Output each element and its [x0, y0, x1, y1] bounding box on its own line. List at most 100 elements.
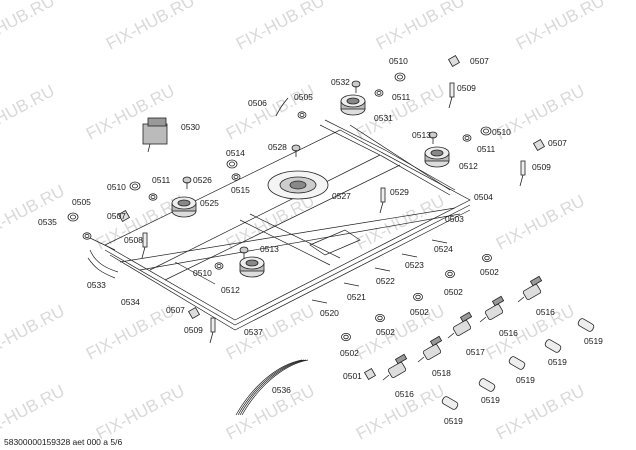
part-number-label: 0534: [121, 297, 140, 307]
part-number-label: 0502: [444, 287, 463, 297]
part-number-label: 0533: [87, 280, 106, 290]
ring-0505: [297, 111, 307, 119]
part-number-label: 0536: [272, 385, 291, 395]
wiring-harness-0536: [235, 359, 309, 416]
ring-0511-left: [148, 193, 158, 201]
wok-burner-0527: [267, 170, 329, 200]
part-number-label: 0529: [390, 187, 409, 197]
ring-0510-bottom: [214, 262, 224, 270]
part-number-label: 0535: [38, 217, 57, 227]
part-number-label: 0502: [340, 348, 359, 358]
ignition-module-0530: [142, 117, 168, 153]
part-number-label: 0509: [532, 162, 551, 172]
ring-0515: [231, 173, 241, 181]
thermocouple-0509-right: [519, 160, 526, 187]
gas-valve: [479, 295, 505, 323]
part-number-label: 0507: [470, 56, 489, 66]
sleeve-0519: [544, 339, 562, 353]
part-number-label: 0515: [231, 185, 250, 195]
gas-valve: [382, 353, 408, 381]
watermark-text: FIX-HUB.RU: [493, 381, 588, 443]
part-number-label: 0519: [516, 375, 535, 385]
parts-layer: [67, 54, 595, 416]
injector-rod: [431, 239, 448, 244]
part-number-label: 0512: [459, 161, 478, 171]
part-number-label: 0510: [492, 127, 511, 137]
watermark-text: FIX-HUB.RU: [233, 0, 328, 54]
clip-0507-left: [117, 209, 131, 223]
part-number-label: 0518: [432, 368, 451, 378]
ring-0535: [82, 232, 92, 240]
sleeve-0519: [508, 356, 526, 370]
part-number-label: 0530: [181, 122, 200, 132]
labels-layer: 0501050205020502050205020503050405050505…: [38, 56, 603, 426]
burner-0512-right: [424, 146, 450, 168]
watermark-text: FIX-HUB.RU: [0, 301, 68, 363]
part-number-label: 0505: [294, 92, 313, 102]
part-number-label: 0537: [244, 327, 263, 337]
part-number-label: 0501: [343, 371, 362, 381]
ring-0514: [226, 159, 238, 169]
ring-0510: [394, 72, 406, 82]
watermark-text: FIX-HUB.RU: [93, 381, 188, 443]
part-number-label: 0517: [466, 347, 485, 357]
part-number-label: 0505: [72, 197, 91, 207]
part-number-label: 0526: [193, 175, 212, 185]
part-number-label: 0516: [395, 389, 414, 399]
injector-rod: [343, 282, 360, 287]
ring-0502: [341, 332, 351, 341]
screw-0513-right: [428, 131, 438, 144]
part-number-label: 0522: [376, 276, 395, 286]
clip-0501: [363, 367, 377, 381]
sleeve-0519: [577, 318, 595, 332]
part-number-label: 0506: [248, 98, 267, 108]
part-number-label: 0502: [376, 327, 395, 337]
sleeve-0519: [441, 396, 459, 410]
watermark-text: FIX-HUB.RU: [493, 191, 588, 253]
screw-0528: [291, 144, 301, 157]
part-number-label: 0516: [499, 328, 518, 338]
clip-0507-right: [532, 138, 546, 152]
part-number-label: 0509: [184, 325, 203, 335]
burner-0512: [239, 256, 265, 278]
part-number-label: 0504: [474, 192, 493, 202]
elbow-0506: [275, 97, 289, 117]
watermark-text: FIX-HUB.RU: [0, 0, 58, 54]
ring-0502: [375, 313, 385, 322]
part-number-label: 0528: [268, 142, 287, 152]
ring-0502: [413, 292, 423, 301]
part-number-label: 0523: [405, 260, 424, 270]
ring-0502: [482, 253, 492, 262]
part-number-label: 0510: [389, 56, 408, 66]
injector-rod: [374, 267, 391, 272]
part-number-label: 0511: [477, 144, 496, 154]
watermark-text: FIX-HUB.RU: [223, 301, 318, 363]
part-number-label: 0507: [107, 211, 126, 221]
ring-0502: [445, 269, 455, 278]
part-number-label: 0520: [320, 308, 339, 318]
thermocouple-0529: [379, 187, 386, 214]
part-number-label: 0525: [200, 198, 219, 208]
part-number-label: 0511: [392, 92, 411, 102]
part-number-label: 0519: [481, 395, 500, 405]
injector-rod: [401, 253, 418, 258]
ring-0511: [374, 89, 384, 97]
gas-valve: [517, 275, 543, 303]
part-number-label: 0514: [226, 148, 245, 158]
ring-0505-left: [67, 212, 79, 222]
injector-rod: [311, 299, 328, 304]
part-number-label: 0516: [536, 307, 555, 317]
part-number-label: 0503: [445, 214, 464, 224]
cooktop-frame: [89, 119, 471, 331]
part-number-label: 0509: [457, 83, 476, 93]
part-number-label: 0508: [124, 235, 143, 245]
ring-0510-right: [480, 126, 492, 136]
part-number-label: 0512: [221, 285, 240, 295]
part-number-label: 0519: [444, 416, 463, 426]
burner-0531: [340, 94, 366, 116]
part-number-label: 0502: [480, 267, 499, 277]
watermark-text: FIX-HUB.RU: [83, 301, 178, 363]
thermocouple-0509: [448, 82, 455, 109]
clip-0507-bottom: [187, 306, 201, 320]
